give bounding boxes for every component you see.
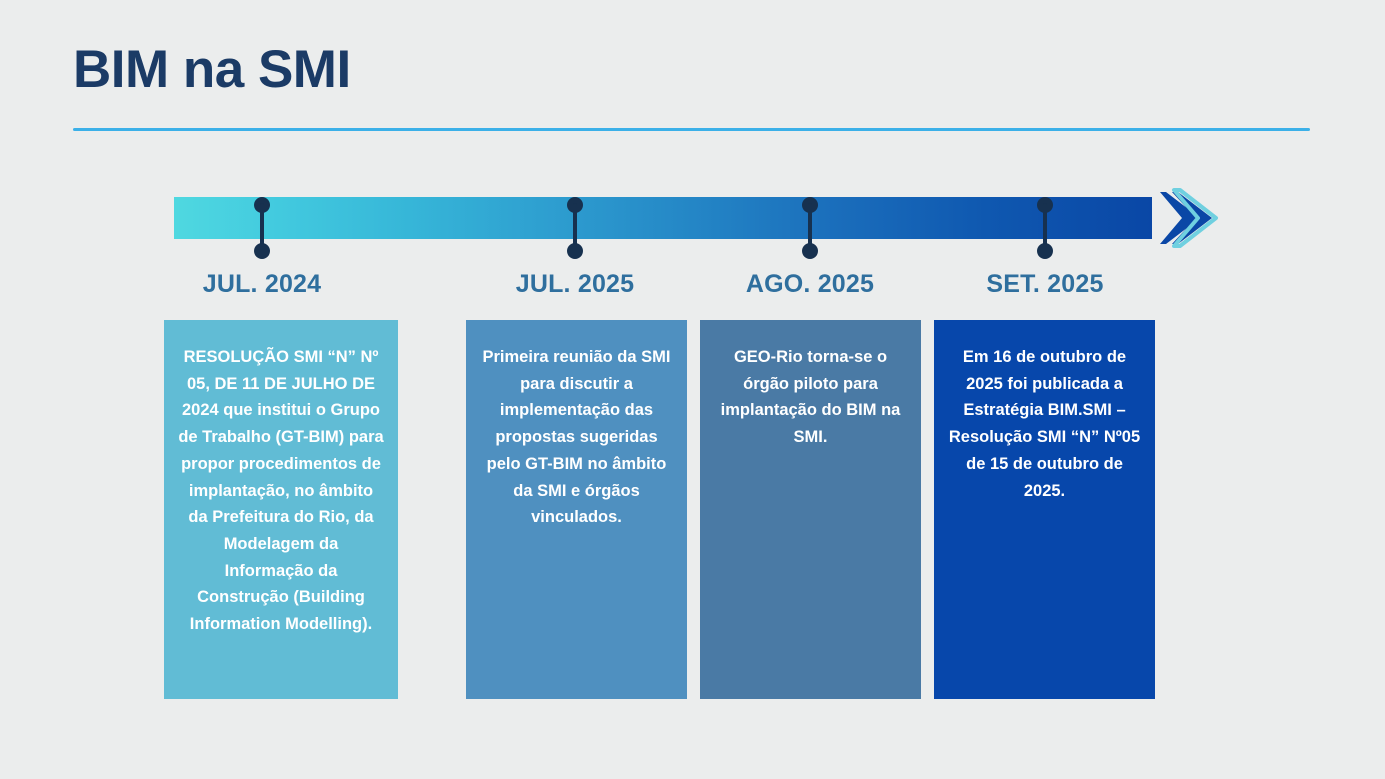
marker-dot-bottom bbox=[1037, 243, 1053, 259]
timeline-marker-2[interactable] bbox=[567, 197, 583, 259]
timeline-gradient-bar bbox=[174, 197, 1152, 239]
milestone-card-3: GEO-Rio torna-se o órgão piloto para imp… bbox=[700, 320, 921, 699]
title-divider bbox=[73, 128, 1310, 131]
marker-stem bbox=[808, 203, 812, 253]
timeline-date-label-4: SET. 2025 bbox=[986, 270, 1104, 298]
marker-stem bbox=[260, 203, 264, 253]
timeline-date-label-1: JUL. 2024 bbox=[202, 270, 322, 298]
timeline-marker-1[interactable] bbox=[254, 197, 270, 259]
timeline-date-label-3: AGO. 2025 bbox=[745, 270, 875, 298]
marker-dot-bottom bbox=[254, 243, 270, 259]
marker-stem bbox=[573, 203, 577, 253]
timeline-date-label-2: JUL. 2025 bbox=[515, 270, 635, 298]
milestone-card-1: RESOLUÇÃO SMI “N” Nº 05, DE 11 DE JULHO … bbox=[164, 320, 398, 699]
timeline-marker-4[interactable] bbox=[1037, 197, 1053, 259]
page-title: BIM na SMI bbox=[73, 40, 351, 99]
timeline-track bbox=[174, 197, 1152, 239]
timeline-marker-3[interactable] bbox=[802, 197, 818, 259]
timeline-arrow-head-icon bbox=[1152, 178, 1232, 258]
milestone-card-4: Em 16 de outubro de 2025 foi publicada a… bbox=[934, 320, 1155, 699]
milestone-card-2: Primeira reunião da SMI para discutir a … bbox=[466, 320, 687, 699]
marker-stem bbox=[1043, 203, 1047, 253]
marker-dot-bottom bbox=[567, 243, 583, 259]
marker-dot-bottom bbox=[802, 243, 818, 259]
